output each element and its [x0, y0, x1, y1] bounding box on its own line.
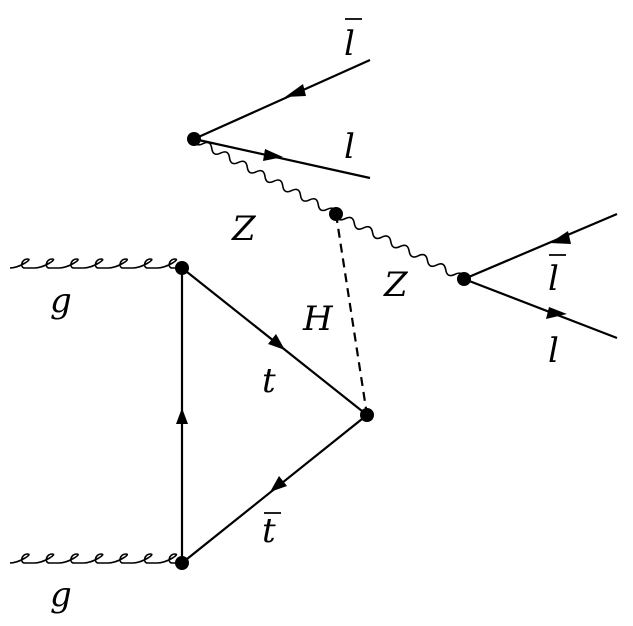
vertex-gluon-top: [175, 261, 189, 275]
arrow-l-top: [263, 149, 283, 161]
vertex-higgs-top: [360, 408, 374, 422]
vertex-z-right-decay: [457, 272, 471, 286]
gluon-line-top: [9, 258, 182, 269]
arrow-tbar: [270, 476, 287, 492]
arrow-lbar-right: [550, 231, 571, 244]
lepton-line-lbar-right: [463, 212, 618, 281]
label-Z-left: Z: [231, 209, 257, 249]
higgs-line: [334, 213, 369, 416]
gluon-line-bottom: [9, 553, 182, 564]
label-lbar-top: l: [344, 24, 355, 64]
z-boson-line-right: [335, 213, 465, 280]
lepton-line-l-right: [463, 277, 618, 340]
arrow-lbar-top: [285, 84, 306, 97]
vertex-hzz: [329, 207, 343, 221]
label-H: H: [302, 299, 334, 339]
arrow-t: [268, 334, 285, 350]
vertex-z-left-decay: [187, 132, 201, 146]
label-g-bottom: g: [50, 575, 72, 615]
label-t: t: [262, 361, 276, 401]
lepton-line-lbar-top: [193, 58, 371, 141]
label-Z-right: Z: [383, 265, 409, 305]
label-lbar-right: l: [548, 259, 559, 299]
label-l-top: l: [344, 127, 355, 167]
z-boson-line-left: [193, 138, 337, 215]
vertex-gluon-bottom: [175, 556, 189, 570]
arrow-vertical: [176, 408, 188, 424]
lepton-line-l-top: [193, 137, 371, 180]
label-g-top: g: [50, 281, 72, 321]
label-l-right: l: [548, 331, 559, 371]
arrow-l-right: [546, 307, 567, 319]
label-tbar: t: [262, 511, 276, 551]
